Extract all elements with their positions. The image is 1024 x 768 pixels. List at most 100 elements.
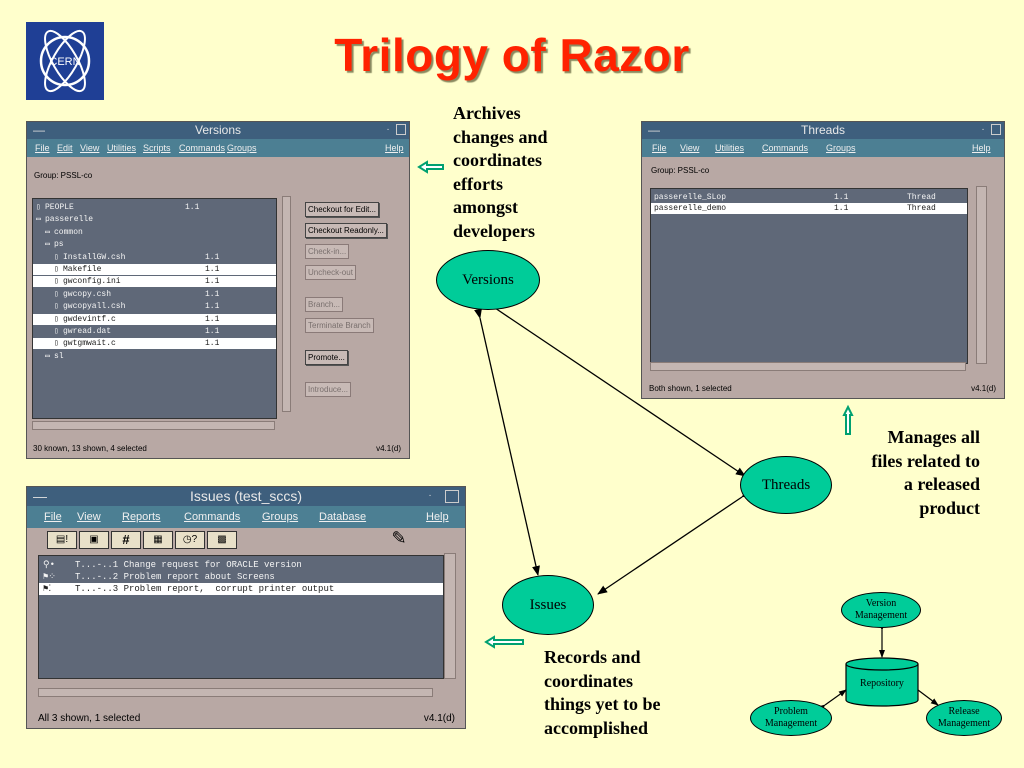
- issues-list[interactable]: ⚲•T...-..1 Change request for ORACLE ver…: [38, 555, 444, 679]
- menu-help[interactable]: Help: [426, 511, 449, 523]
- issue-row[interactable]: ⚑⁘T...-..2 Problem report about Screens: [39, 571, 443, 583]
- menu-view[interactable]: View: [680, 143, 700, 153]
- threads-hscrollbar[interactable]: [650, 362, 966, 371]
- versions-menubar: File Edit View Utilities Scripts Command…: [27, 139, 409, 157]
- menu-groups[interactable]: Groups: [227, 143, 257, 153]
- menu-edit[interactable]: Edit: [57, 143, 73, 153]
- menu-help[interactable]: Help: [385, 143, 404, 153]
- versions-action-button[interactable]: Promote...: [305, 350, 348, 365]
- versions-action-button[interactable]: Uncheck-out: [305, 265, 356, 280]
- versions-file-version: 1.1: [205, 277, 220, 287]
- file-icon: ▯: [54, 277, 59, 287]
- menu-file[interactable]: File: [35, 143, 50, 153]
- issue-text: T...-..3 Problem report, corrupt printer…: [75, 584, 335, 594]
- minimize-icon[interactable]: ·: [386, 124, 390, 135]
- menu-groups[interactable]: Groups: [826, 143, 856, 153]
- hash-icon[interactable]: #: [111, 531, 141, 549]
- versions-titlebar[interactable]: — Versions ·: [27, 122, 409, 139]
- folder-icon[interactable]: ▣: [79, 531, 109, 549]
- maximize-icon[interactable]: [991, 124, 1001, 135]
- file-icon: ▯: [54, 252, 59, 262]
- menu-help[interactable]: Help: [972, 143, 991, 153]
- menu-view[interactable]: View: [77, 511, 101, 523]
- versions-file-row[interactable]: ▯ gwconfig.ini 1.1: [33, 276, 276, 288]
- threads-vscrollbar[interactable]: [976, 186, 987, 364]
- menu-utilities[interactable]: Utilities: [715, 143, 745, 153]
- minimize-icon[interactable]: ·: [981, 124, 985, 135]
- film-icon[interactable]: ▩: [207, 531, 237, 549]
- versions-vscrollbar[interactable]: [282, 196, 291, 412]
- folder-icon: ▭: [36, 215, 41, 225]
- file-icon: ▯: [54, 314, 59, 324]
- menu-utilities[interactable]: Utilities: [107, 143, 137, 153]
- menu-commands[interactable]: Commands: [762, 143, 809, 153]
- versions-node: Versions: [436, 250, 540, 310]
- menu-scripts[interactable]: Scripts: [143, 143, 171, 153]
- versions-file-row[interactable]: ▭common: [33, 227, 276, 238]
- threads-titlebar[interactable]: — Threads ·: [642, 122, 1004, 139]
- maximize-icon[interactable]: [445, 490, 459, 503]
- folder-icon: ▭: [45, 227, 50, 237]
- thread-name: passerelle_SLop: [654, 193, 727, 202]
- threads-status-text: Both shown, 1 selected: [649, 384, 732, 393]
- versions-file-name: gwconfig.ini: [63, 277, 121, 287]
- versions-action-button[interactable]: Checkout Readonly...: [305, 223, 387, 238]
- issue-row[interactable]: ⚑⁚T...-..3 Problem report, corrupt print…: [39, 583, 443, 595]
- repository-label: Repository: [860, 678, 904, 689]
- threads-window: — Threads · File View Utilities Commands…: [641, 121, 1005, 399]
- versions-window-title: Versions: [194, 123, 242, 137]
- versions-file-version: 1.1: [205, 289, 220, 299]
- report-icon[interactable]: ▤!: [47, 531, 77, 549]
- threads-version-text: v4.1(d): [971, 384, 996, 393]
- query-icon[interactable]: ◷?: [175, 531, 205, 549]
- versions-file-row[interactable]: ▭sl: [33, 351, 276, 362]
- menu-file[interactable]: File: [44, 511, 62, 523]
- issues-version-text: v4.1(d): [423, 713, 455, 724]
- menu-file[interactable]: File: [652, 143, 667, 153]
- versions-file-name: gwcopyall.csh: [63, 302, 126, 312]
- issues-vscrollbar[interactable]: [444, 553, 456, 679]
- minimize-icon[interactable]: ·: [428, 490, 432, 501]
- thread-name: passerelle_demo: [654, 204, 727, 213]
- file-icon: ▯: [54, 339, 59, 349]
- table-icon[interactable]: ▦: [143, 531, 173, 549]
- menu-commands[interactable]: Commands: [179, 143, 226, 153]
- versions-action-button[interactable]: Introduce...: [305, 382, 352, 397]
- versions-file-row[interactable]: ▭passerelle: [33, 214, 276, 225]
- menu-groups[interactable]: Groups: [262, 511, 299, 523]
- issue-row[interactable]: ⚲•T...-..1 Change request for ORACLE ver…: [39, 559, 443, 571]
- menu-commands[interactable]: Commands: [184, 511, 241, 523]
- menu-view[interactable]: View: [80, 143, 100, 153]
- issues-status-text: All 3 shown, 1 selected: [38, 713, 141, 724]
- versions-action-button[interactable]: Branch...: [305, 297, 344, 312]
- notepad-icon[interactable]: ✎: [391, 528, 407, 548]
- menu-database[interactable]: Database: [319, 511, 367, 523]
- issues-titlebar[interactable]: — Issues (test_sccs) ·: [27, 487, 465, 506]
- versions-action-button[interactable]: Terminate Branch: [305, 318, 374, 333]
- threads-window-title: Threads: [800, 123, 846, 137]
- versions-action-button[interactable]: Check-in...: [305, 244, 350, 259]
- versions-file-row[interactable]: ▭ps: [33, 239, 276, 250]
- versions-action-button[interactable]: Checkout for Edit...: [305, 202, 380, 217]
- versions-issues-link: [474, 308, 540, 576]
- issues-window-title: Issues (test_sccs): [189, 488, 303, 504]
- menu-reports[interactable]: Reports: [122, 511, 161, 523]
- versions-hscrollbar[interactable]: [32, 421, 275, 430]
- issues-hscrollbar[interactable]: [38, 688, 433, 697]
- maximize-icon[interactable]: [396, 124, 406, 135]
